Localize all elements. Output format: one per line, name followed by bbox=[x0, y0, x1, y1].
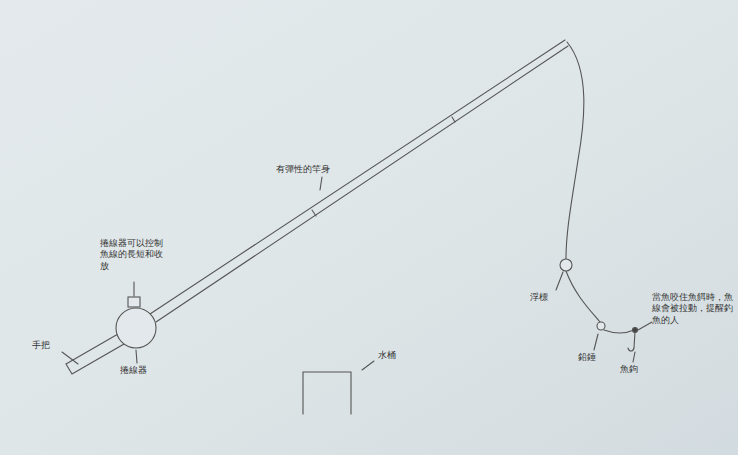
leader-line bbox=[133, 282, 134, 296]
sinker-label: 鉛錘 bbox=[578, 352, 618, 363]
leader-line bbox=[556, 272, 563, 290]
fishing-line bbox=[566, 271, 600, 322]
bucket-label: 水桶 bbox=[378, 350, 428, 361]
handle-label: 手把 bbox=[32, 340, 72, 351]
leader-line bbox=[633, 352, 635, 362]
rod-handle bbox=[66, 334, 124, 374]
leader-line bbox=[136, 350, 137, 363]
bucket bbox=[303, 372, 351, 414]
float-label: 浮標 bbox=[530, 292, 570, 303]
reel-knob bbox=[128, 297, 140, 307]
leader-line bbox=[62, 352, 78, 364]
reel-label: 捲線器 bbox=[120, 365, 170, 376]
rod-label: 有彈性的竿身 bbox=[276, 164, 366, 175]
sinker bbox=[597, 322, 605, 330]
hook-label: 魚鉤 bbox=[620, 364, 660, 375]
rod-body bbox=[150, 40, 568, 322]
hook-note: 當魚咬住魚餌時，魚線會被拉動，提醒釣魚的人 bbox=[652, 292, 734, 326]
reel bbox=[116, 308, 156, 348]
fishing-line bbox=[566, 42, 584, 259]
float bbox=[560, 259, 572, 271]
leader-line bbox=[320, 177, 322, 190]
leader-line bbox=[594, 334, 598, 350]
rod-joint bbox=[312, 117, 455, 216]
reel-note: 捲線器可以控制魚線的長短和收放 bbox=[100, 238, 170, 272]
hook bbox=[628, 332, 635, 351]
leader-line bbox=[638, 322, 652, 330]
fishing-line bbox=[604, 330, 634, 333]
leader-line bbox=[362, 361, 374, 370]
